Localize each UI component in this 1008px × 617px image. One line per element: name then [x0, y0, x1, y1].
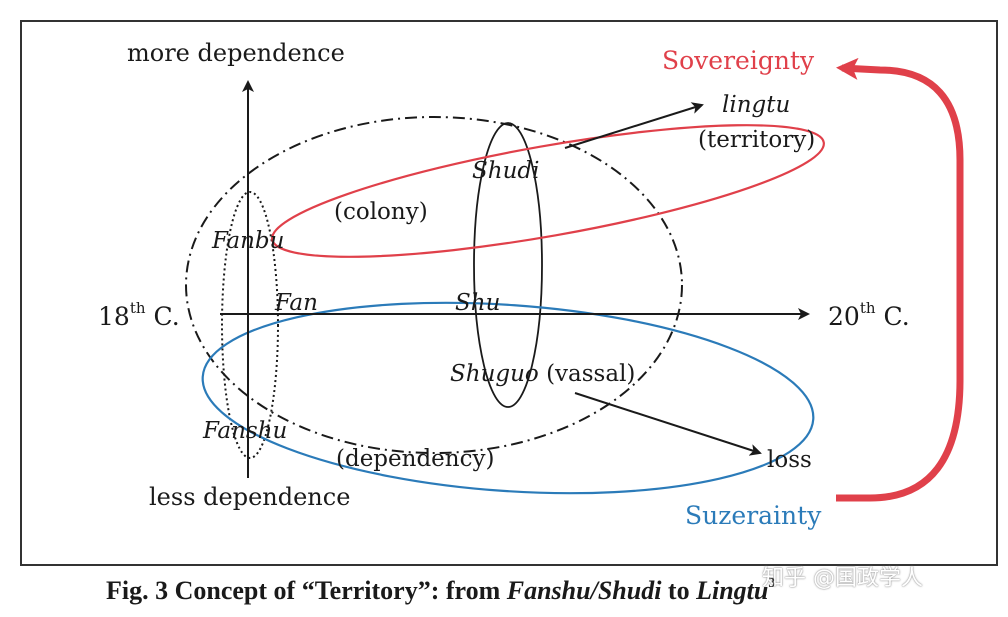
- figure-caption: Fig. 3 Concept of “Territory”: from Fans…: [106, 576, 776, 605]
- label-loss: loss: [767, 447, 812, 473]
- label-fan: Fan: [274, 290, 318, 316]
- dependency-ellipse: [185, 116, 683, 454]
- label-territory: (territory): [698, 127, 815, 153]
- axis-label-20th-century: 20th C.: [828, 299, 910, 331]
- axis-label-18th-century: 18th C.: [98, 299, 180, 331]
- label-suzerainty: Suzerainty: [685, 501, 822, 530]
- label-colony: (colony): [334, 199, 428, 225]
- watermark: 知乎 @国政学人: [762, 566, 923, 591]
- arrow-to-loss: [574, 392, 762, 456]
- axis-label-more-dependence: more dependence: [127, 39, 345, 67]
- label-dependency: (dependency): [336, 446, 494, 472]
- label-lingtu: lingtu: [722, 92, 790, 118]
- arrow-to-lingtu: [564, 102, 704, 149]
- figure-frame: [20, 20, 998, 566]
- sovereignty-ellipse: [271, 124, 825, 258]
- label-fanbu: Fanbu: [211, 228, 284, 254]
- axis-label-less-dependence: less dependence: [149, 483, 350, 511]
- label-fanshu: Fanshu: [202, 418, 287, 444]
- suzerainty-ellipse: [201, 301, 815, 495]
- red-curved-arrow: [836, 57, 964, 502]
- fan-dotted-ellipse: [221, 191, 279, 459]
- shu-ellipse: [473, 122, 543, 408]
- label-sovereignty: Sovereignty: [662, 46, 815, 75]
- label-shuguo-vassal: Shuguo (vassal): [450, 361, 635, 387]
- label-shudi: Shudi: [472, 158, 539, 184]
- label-shu: Shu: [455, 290, 500, 316]
